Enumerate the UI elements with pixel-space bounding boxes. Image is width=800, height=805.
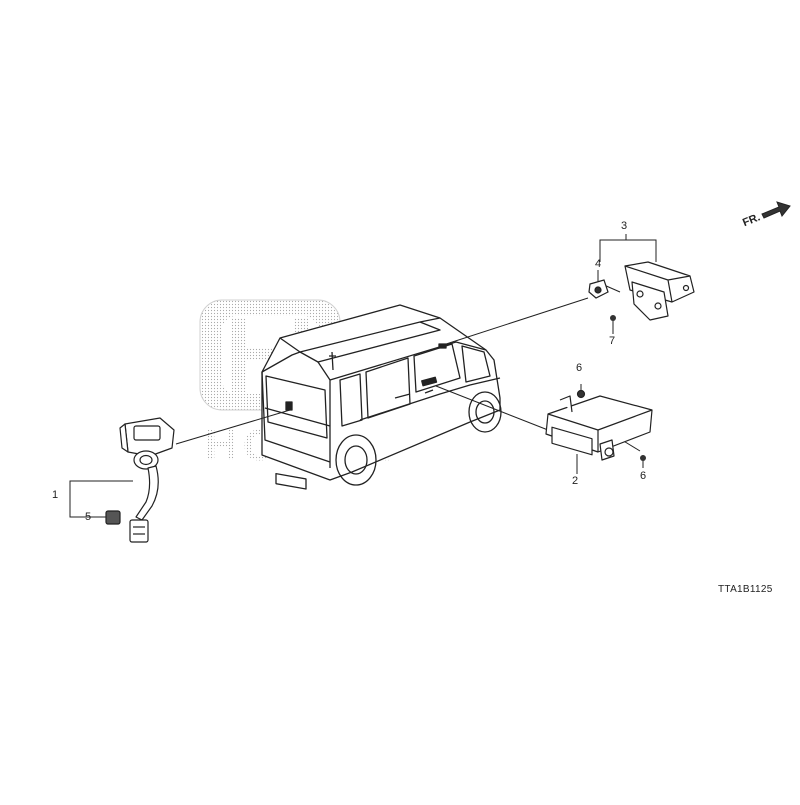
drawing-code: TTA1B1125 (718, 584, 773, 595)
grommet-part (105, 510, 121, 525)
vehicle-illustration (261, 304, 502, 490)
screw-part-7 (610, 315, 616, 321)
leader-lines (69, 234, 657, 518)
callout-1: 1 (52, 489, 59, 501)
rear-camera-part (119, 417, 175, 543)
screw-part-6 (640, 455, 646, 461)
front-direction-arrow (761, 201, 791, 219)
callout-3: 3 (621, 220, 628, 232)
callout-4: 4 (595, 258, 602, 270)
callout-2: 2 (572, 475, 579, 487)
connector-part (588, 279, 609, 299)
callout-7: 7 (609, 335, 616, 347)
callout-6-upper: 6 (576, 362, 583, 374)
control-unit-part (545, 389, 653, 461)
module-assembly-part (624, 261, 695, 321)
callout-6-lower: 6 (640, 470, 647, 482)
callout-5: 5 (85, 511, 92, 523)
